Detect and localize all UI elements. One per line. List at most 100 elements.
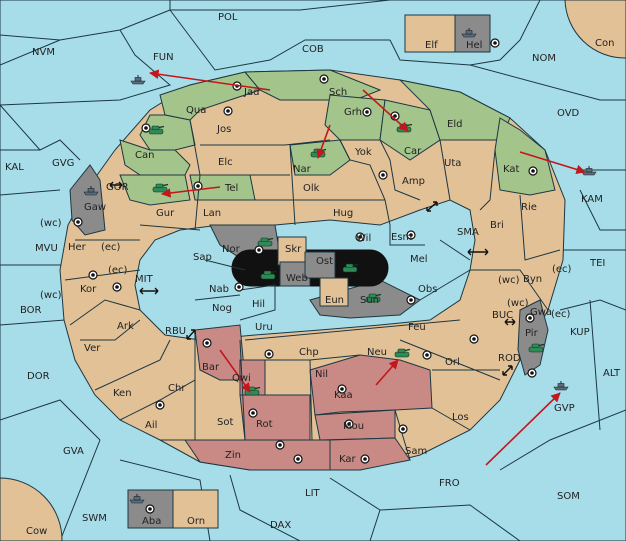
- prov-sun: Sun: [360, 295, 379, 306]
- prov-sap: Sap: [193, 252, 212, 263]
- prov-olk: Olk: [303, 183, 320, 194]
- ocean-tei: TEI: [589, 258, 605, 269]
- ocean-buc: BUC: [492, 310, 513, 321]
- prov-nog: Nog: [212, 303, 232, 314]
- ocean-cob: COB: [302, 44, 324, 55]
- prov-aba: Aba: [142, 516, 161, 527]
- prov-kaa: Kaa: [334, 390, 353, 401]
- prov-lan: Lan: [203, 208, 221, 219]
- ocean-ovd: OVD: [557, 108, 580, 119]
- ocean-kup: KUP: [570, 327, 590, 338]
- prov-mou: Mou: [343, 421, 364, 432]
- ocean-rod: ROD: [498, 353, 521, 364]
- prov-grh: Grh: [344, 107, 362, 118]
- prov-her: Her: [68, 242, 87, 253]
- ocean-cow: Cow: [26, 526, 47, 537]
- prov-elc: Elc: [218, 157, 233, 168]
- ocean-fro: FRO: [439, 478, 460, 489]
- prov-skr: Skr: [285, 244, 302, 255]
- grey-territories: [69, 14, 549, 529]
- prov-byn: Byn: [523, 274, 542, 285]
- prov-pir: Pir: [525, 328, 539, 339]
- prov-ark: Ark: [117, 321, 134, 332]
- ocean-gor: GOR: [106, 182, 129, 193]
- prov-can: Can: [135, 150, 154, 161]
- ocean-mit: MIT: [135, 274, 154, 285]
- ocean-con: Con: [595, 38, 614, 49]
- prov-hel: Hel: [466, 40, 482, 51]
- prov-car: Car: [404, 146, 422, 157]
- prov-uta: Uta: [444, 158, 461, 169]
- prov-los: Los: [452, 412, 469, 423]
- prov-uru: Uru: [255, 322, 273, 333]
- prov-rie: Rie: [521, 202, 537, 213]
- ocean-nom: NOM: [532, 53, 556, 64]
- ocean-kal: KAL: [5, 162, 24, 173]
- prov-kat: Kat: [503, 164, 520, 175]
- prov-nar: Nar: [293, 164, 312, 175]
- move-orders: [149, 69, 586, 466]
- coast-labels: (wc) (ec) (ec) (wc) (wc) (ec) (wc) (ec): [40, 218, 572, 320]
- prov-hil: Hil: [252, 299, 265, 310]
- prov-neu: Neu: [367, 347, 387, 358]
- prov-kor: Kor: [80, 284, 97, 295]
- ocean-gvg: GVG: [52, 158, 74, 169]
- coast-ec-gwa: (ec): [551, 309, 571, 320]
- ocean-sma: SMA: [457, 227, 479, 238]
- prov-feu: Feu: [408, 322, 426, 333]
- prov-nor: Nor: [222, 244, 241, 255]
- ocean-gva: GVA: [63, 446, 84, 457]
- prov-tel: Tel: [224, 183, 238, 194]
- prov-obs: Obs: [418, 284, 437, 295]
- prov-gaw: Gaw: [84, 202, 106, 213]
- ocean-swm: SWM: [82, 513, 107, 524]
- prov-eld: Eld: [447, 119, 462, 130]
- prov-nil: Nil: [315, 369, 328, 380]
- prov-ver: Ver: [84, 343, 101, 354]
- prov-ost: Ost: [316, 256, 333, 267]
- prov-amp: Amp: [402, 176, 425, 187]
- prov-mel: Mel: [410, 254, 428, 265]
- prov-nab: Nab: [209, 284, 229, 295]
- ocean-dax: DAX: [270, 520, 291, 531]
- ocean-dor: DOR: [27, 371, 50, 382]
- prov-ail: Ail: [145, 420, 157, 431]
- prov-sam: Sam: [405, 446, 427, 457]
- ocean-nvm: NVM: [32, 47, 55, 58]
- coast-wc-kor: (wc): [40, 290, 62, 301]
- ocean-alt: ALT: [603, 368, 621, 379]
- prov-yok: Yok: [354, 147, 372, 158]
- prov-gur: Gur: [156, 208, 175, 219]
- prov-wil: Wil: [356, 233, 371, 244]
- prov-elf: Elf: [425, 40, 438, 51]
- ocean-gvp: GVP: [554, 403, 575, 414]
- prov-sch: Sch: [329, 87, 347, 98]
- prov-hug: Hug: [333, 208, 353, 219]
- prov-bri: Bri: [490, 220, 504, 231]
- prov-jad: Jad: [243, 87, 259, 98]
- ocean-pol: POL: [218, 12, 238, 23]
- ocean-lit: LIT: [305, 488, 321, 499]
- prov-chp: Chp: [299, 347, 319, 358]
- prov-qwi: Qwi: [232, 373, 251, 384]
- prov-esm: Esm: [391, 232, 412, 243]
- province-labels: Jad Sch Qua Grh Jos Eld Can Car Yok Elc …: [68, 40, 552, 527]
- prov-web: Web: [286, 273, 308, 284]
- ocean-mvu: MVU: [35, 243, 58, 254]
- boxed-territories: [172, 14, 456, 529]
- prov-sot: Sot: [217, 417, 233, 428]
- ocean-bor: BOR: [20, 305, 42, 316]
- prov-kar: Kar: [339, 454, 357, 465]
- prov-eun: Eun: [325, 295, 344, 306]
- ocean-fun: FUN: [153, 52, 174, 63]
- island-territories: [277, 236, 349, 307]
- double-arrow-icons: [109, 181, 516, 376]
- prov-gwa: Gwa: [530, 307, 552, 318]
- prov-ken: Ken: [113, 388, 132, 399]
- ocean-labels: POL NVM FUN COB NOM Con OVD KAL GVG GOR …: [5, 12, 621, 537]
- prov-rot: Rot: [256, 419, 273, 430]
- corner-con-territory: [564, 0, 626, 59]
- ocean-kam: KAM: [581, 194, 603, 205]
- corner-cow-territory: [0, 477, 63, 541]
- coast-wc-her: (wc): [40, 218, 62, 229]
